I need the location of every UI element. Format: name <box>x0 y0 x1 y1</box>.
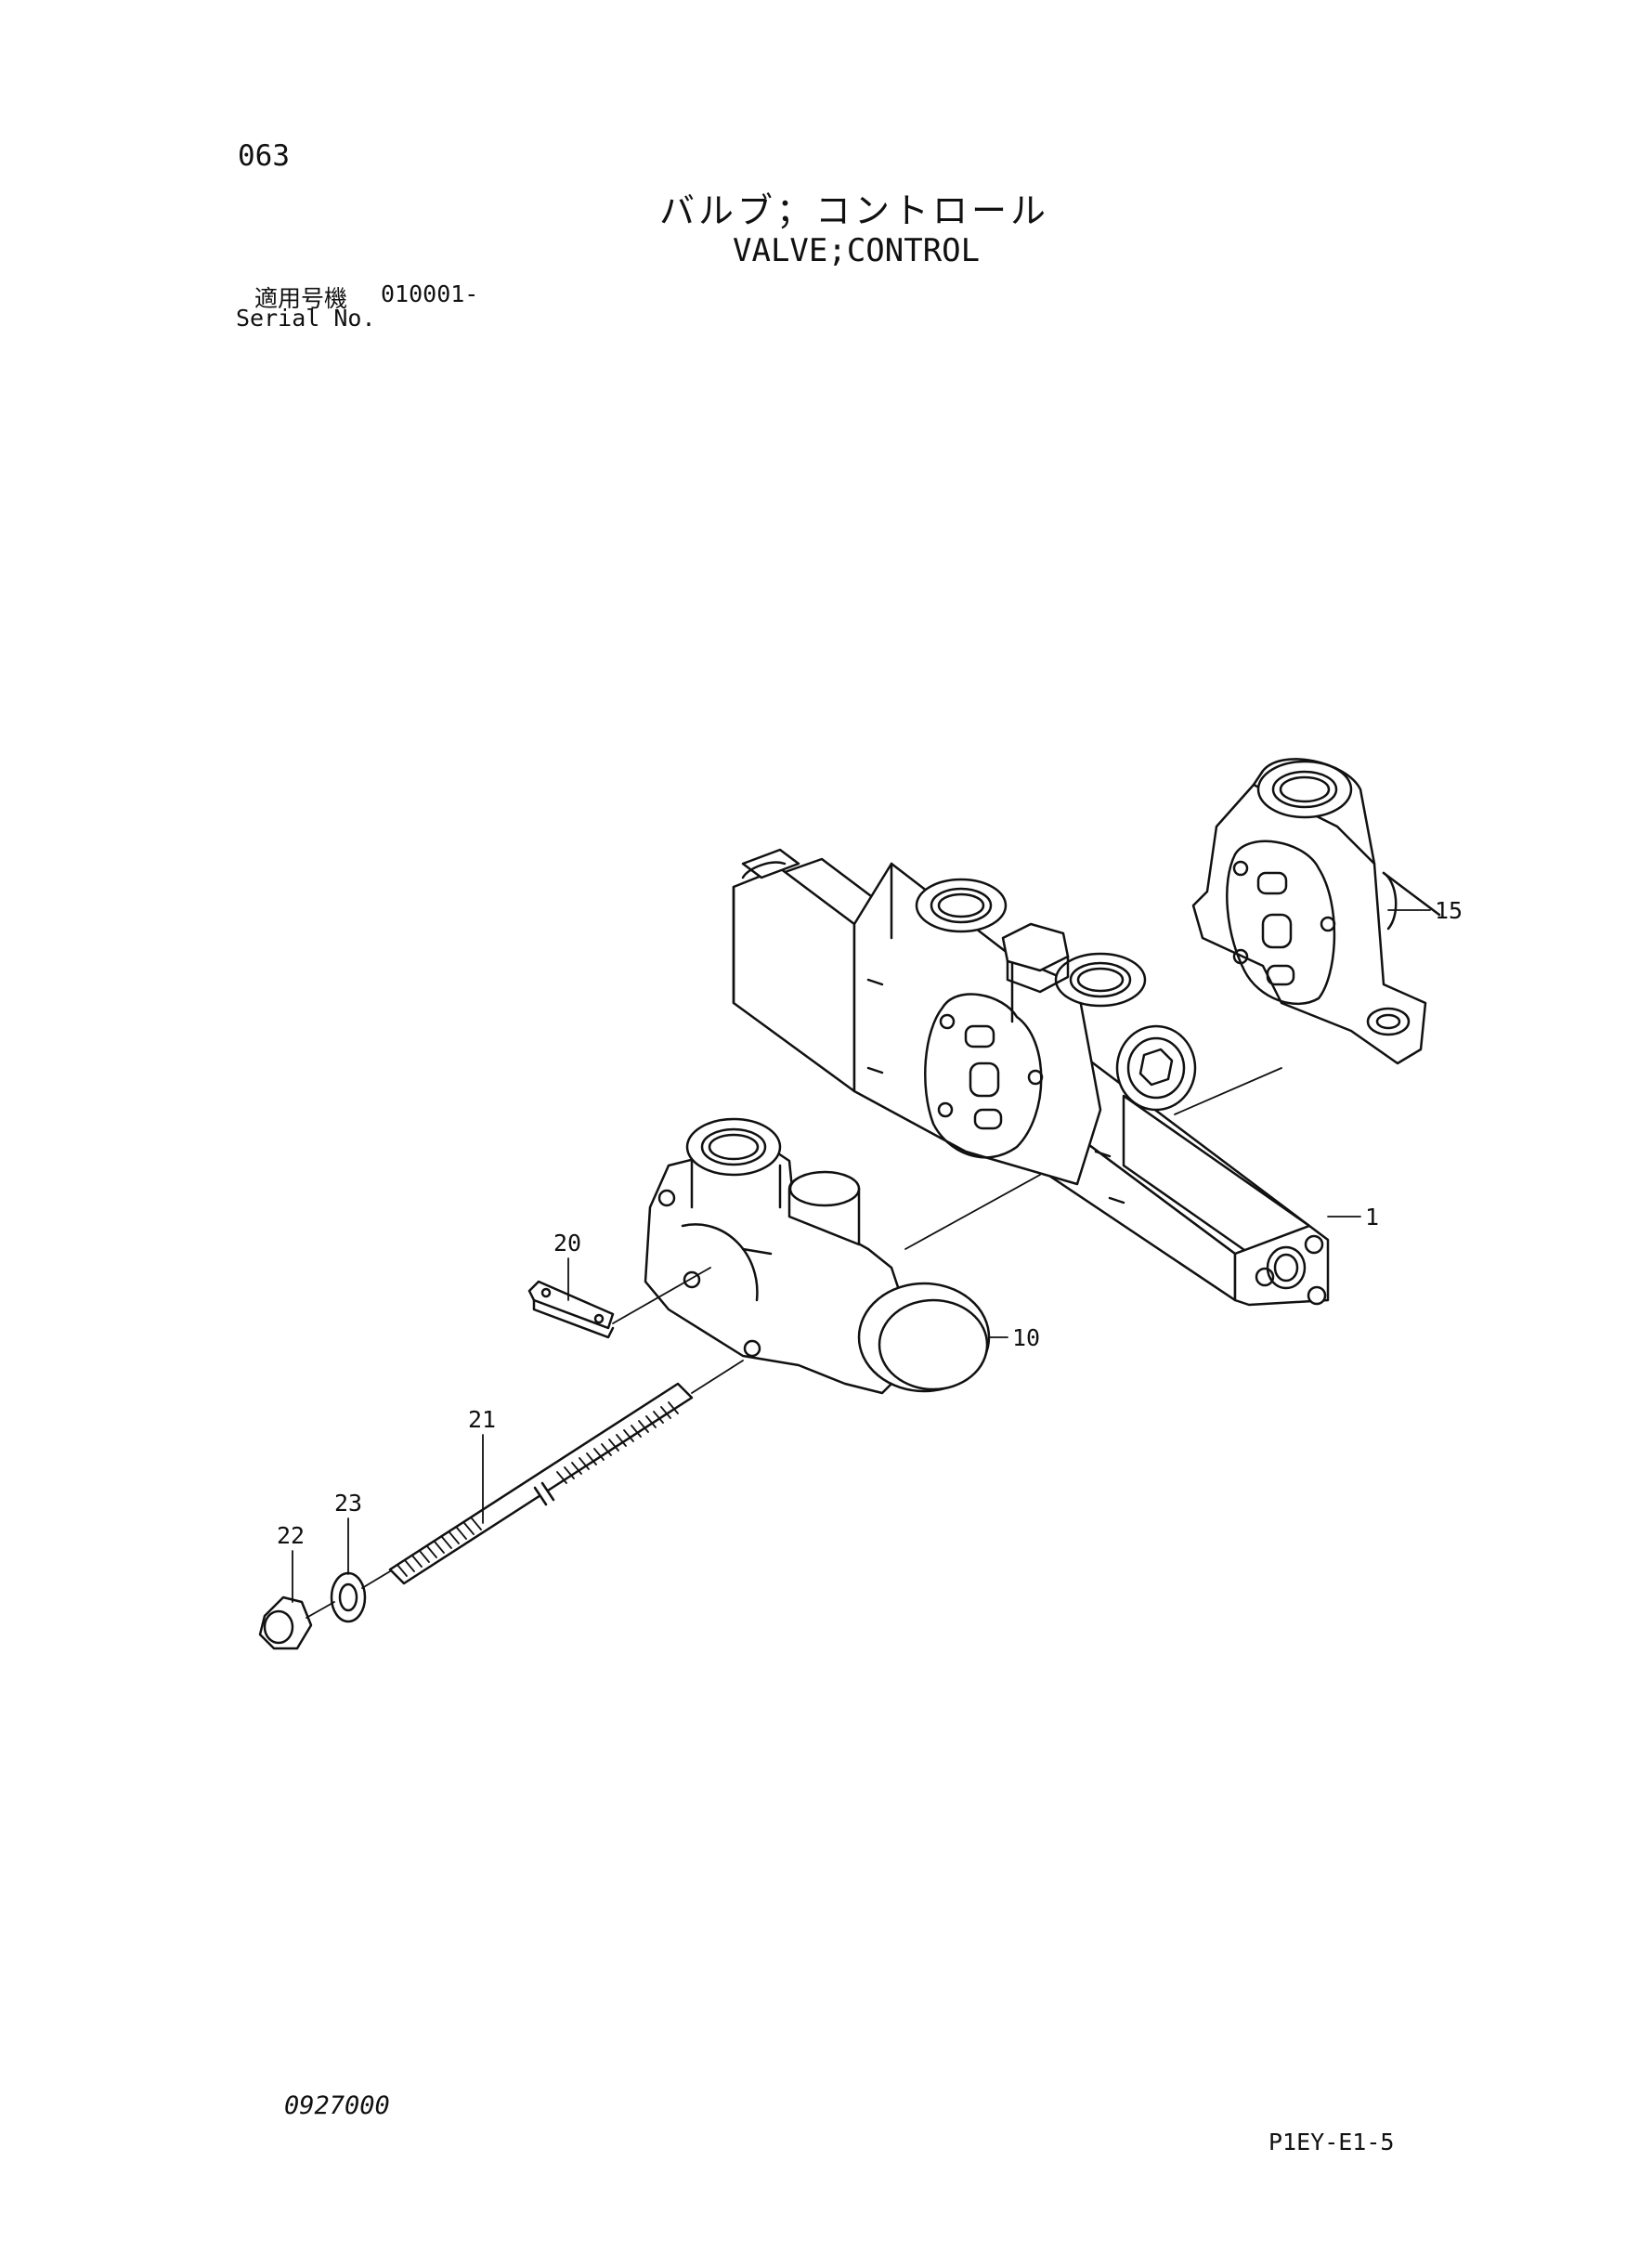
callout-21: 21 <box>468 1406 496 1433</box>
end-manifold-part-15 <box>1191 758 1441 1065</box>
callout-10: 10 <box>1012 1324 1040 1351</box>
callout-20: 20 <box>553 1230 581 1257</box>
serial-value: 010001- <box>381 280 479 307</box>
end-manifold-part-10 <box>644 1117 991 1395</box>
callout-22: 22 <box>277 1522 305 1549</box>
serial-label-english: Serial No. <box>236 305 376 332</box>
stud-bolt-part-21 <box>388 1382 694 1585</box>
callout-leaders <box>292 909 1431 1603</box>
callout-1: 1 <box>1365 1204 1379 1231</box>
serial-label-japanese: 適用号機 <box>254 285 348 312</box>
page-reference: P1EY-E1-5 <box>1268 2129 1395 2155</box>
nameplate-part-20 <box>527 1280 615 1339</box>
callout-15: 15 <box>1435 897 1463 924</box>
assembly-lines <box>306 1067 1282 1619</box>
title-japanese: バルブ；コントロール <box>659 190 1050 231</box>
title-english: VALVE;CONTROL <box>733 232 981 269</box>
hex-nut-part-22 <box>258 1595 313 1650</box>
figure-code: 0927000 <box>284 2091 390 2120</box>
spring-washer-part-23 <box>330 1571 367 1623</box>
callout-23: 23 <box>334 1490 362 1517</box>
valve-body-part-1 <box>732 848 1330 1307</box>
page-number: 063 <box>238 139 290 173</box>
